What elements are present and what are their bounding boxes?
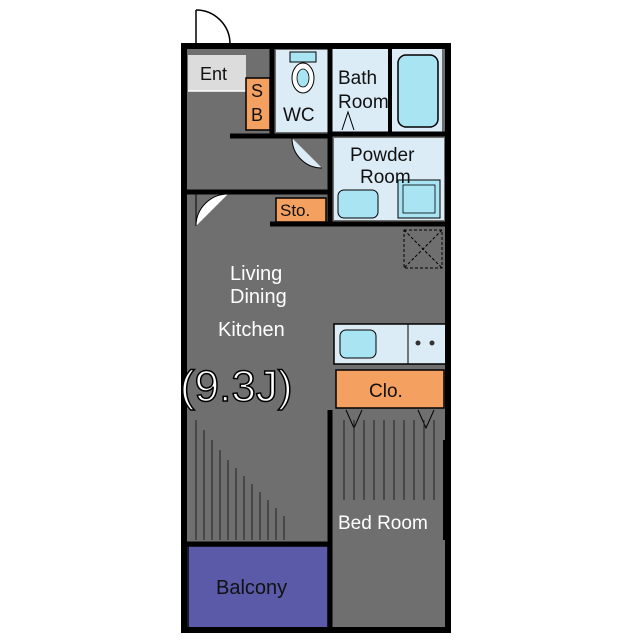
label-wc: WC — [283, 105, 315, 126]
bath-door-icon — [341, 110, 355, 131]
shoe-box — [245, 77, 271, 131]
entry-door — [195, 9, 231, 45]
label-shoe-box-b: B — [251, 105, 263, 125]
sink-icon — [337, 189, 379, 219]
label-ldk-size: (9.3J) — [180, 362, 292, 411]
label-ldk-3: Kitchen — [218, 319, 285, 341]
bedroom-flooring-lines — [343, 420, 435, 500]
ldk-flooring-lines — [195, 420, 285, 540]
wc-door-arc — [291, 137, 323, 169]
washing-machine-icon — [397, 179, 441, 219]
walls — [181, 43, 451, 633]
label-storage: Sto. — [280, 201, 310, 220]
label-entrance: Ent — [200, 64, 227, 84]
toilet-icon — [289, 51, 317, 94]
label-balcony: Balcony — [216, 577, 287, 599]
stove-icon — [415, 340, 435, 346]
label-closet: Clo. — [369, 381, 403, 402]
label-powder-2: Room — [360, 167, 411, 188]
fridge-space — [403, 229, 443, 269]
balcony — [187, 545, 329, 629]
kitchen-sink-icon — [339, 329, 377, 359]
label-powder-1: Powder — [350, 145, 415, 166]
label-bedroom: Bed Room — [338, 513, 428, 534]
bathtub-icon — [397, 54, 439, 128]
label-shoe-box-s: S — [251, 81, 263, 101]
label-ldk-2: Dining — [230, 286, 287, 308]
label-bath-1: Bath — [338, 68, 377, 89]
label-ldk-1: Living — [230, 263, 282, 285]
closet — [335, 369, 445, 409]
entrance-area — [188, 55, 246, 91]
label-bath-2: Room — [338, 92, 389, 113]
storage — [275, 197, 327, 223]
